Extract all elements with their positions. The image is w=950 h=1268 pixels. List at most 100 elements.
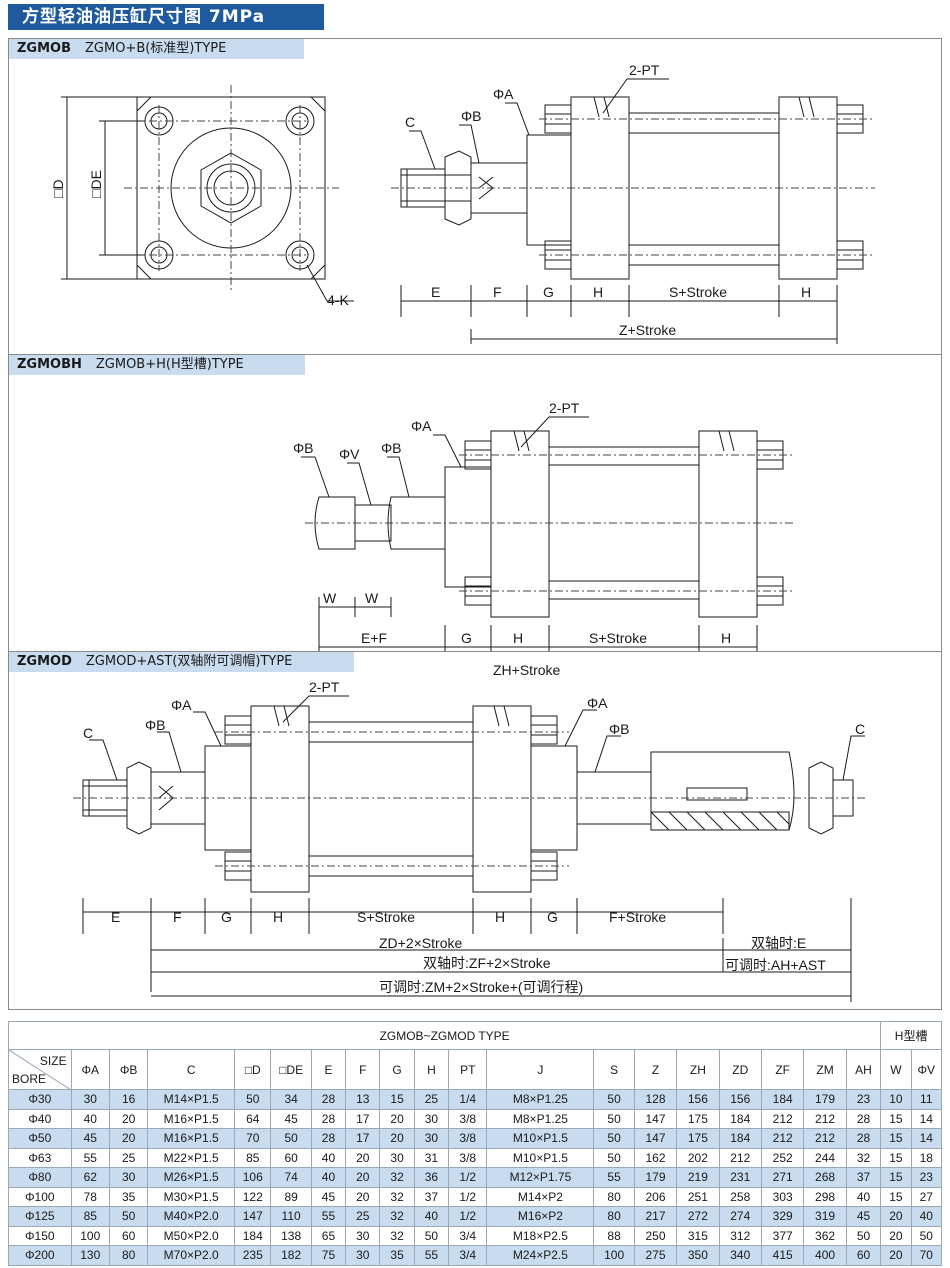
- table-cell: 20: [108, 1128, 149, 1149]
- dim-d-label: □D: [50, 179, 66, 198]
- table-cell: 50: [413, 1225, 450, 1246]
- table-cell: 20: [379, 1108, 415, 1129]
- table-cell: 88: [593, 1225, 635, 1246]
- table-cell: 17: [345, 1108, 381, 1129]
- dim-phia-label: ΦA: [171, 697, 192, 713]
- table-cell: 175: [676, 1128, 720, 1149]
- table-cell: 138: [270, 1225, 312, 1246]
- col-header: ZD: [718, 1049, 762, 1090]
- dim-ef-label: E+F: [361, 630, 387, 646]
- dim-phib-label: ΦB: [145, 717, 166, 733]
- dim-phib-label: ΦB: [461, 108, 482, 124]
- table-cell: 298: [803, 1186, 847, 1207]
- table-cell: 40: [845, 1186, 882, 1207]
- table-cell: 32: [379, 1186, 415, 1207]
- dim-h2-label: H: [495, 909, 505, 925]
- table-cell: 40: [413, 1206, 450, 1227]
- table-cell: M50×P2.0: [147, 1225, 236, 1246]
- dim-w-label: W: [323, 590, 337, 606]
- table-cell: 65: [310, 1225, 347, 1246]
- table-cell: 20: [880, 1206, 912, 1227]
- table-cell: 50: [845, 1225, 882, 1246]
- table-cell: 202: [676, 1147, 720, 1168]
- table-cell: 18: [910, 1147, 943, 1168]
- table-cell: 45: [270, 1108, 312, 1129]
- drawing-zgmob: □D □DE 4-K C ΦB ΦA 2-PT E F G H S+Stroke…: [50, 62, 875, 344]
- table-cell: 74: [270, 1167, 312, 1188]
- bore-cell: Φ150: [8, 1225, 72, 1246]
- dim-phia-label: ΦA: [493, 86, 514, 102]
- table-cell: M8×P1.25: [486, 1089, 595, 1110]
- table-cell: 27: [910, 1186, 943, 1207]
- table-cell: 329: [760, 1206, 805, 1227]
- table-cell: 303: [760, 1186, 805, 1207]
- table-cell: M22×P1.5: [147, 1147, 236, 1168]
- table-cell: 340: [718, 1245, 762, 1266]
- dim-h-label: H: [593, 284, 603, 300]
- dim-e-label: E: [431, 284, 440, 300]
- dimension-table: ZGMOB~ZGMOD TYPE H型槽 SIZE BORE ΦA ΦB C □…: [7, 1021, 943, 1266]
- table-cell: 25: [108, 1147, 149, 1168]
- table-cell: 268: [803, 1167, 847, 1188]
- table-cell: 179: [633, 1167, 678, 1188]
- bore-cell: Φ50: [8, 1128, 72, 1149]
- col-header: ZH: [676, 1049, 720, 1090]
- table-cell: 128: [633, 1089, 678, 1110]
- table-cell: 15: [880, 1108, 912, 1129]
- section-code: ZGMOB: [17, 41, 71, 56]
- dim-e-label: E: [111, 909, 120, 925]
- dim-g-label: G: [543, 284, 554, 300]
- table-cell: M40×P2.0: [147, 1206, 236, 1227]
- table-cell: 400: [803, 1245, 847, 1266]
- section-code: ZGMOD: [17, 654, 72, 669]
- col-header: Z: [633, 1049, 678, 1090]
- table-cell: 271: [760, 1167, 805, 1188]
- table-cell: 182: [270, 1245, 312, 1266]
- bore-cell: Φ63: [8, 1147, 72, 1168]
- table-cell: 20: [345, 1186, 381, 1207]
- table-cell: 1/4: [448, 1089, 488, 1110]
- table-cell: 3/8: [448, 1147, 488, 1168]
- table-cell: 70: [234, 1128, 272, 1149]
- table-cell: 50: [910, 1225, 943, 1246]
- table-cell: 130: [70, 1245, 110, 1266]
- col-header: ΦB: [108, 1049, 149, 1090]
- table-cell: 85: [234, 1147, 272, 1168]
- table-cell: 20: [345, 1147, 381, 1168]
- table-cell: 274: [718, 1206, 762, 1227]
- table-cell: 28: [310, 1108, 347, 1129]
- table-cell: 275: [633, 1245, 678, 1266]
- table-cell: 50: [270, 1128, 312, 1149]
- dim-g-label: G: [461, 630, 472, 646]
- dim-phib-label: ΦB: [293, 440, 314, 456]
- bore-cell: Φ30: [8, 1089, 72, 1110]
- table-h-group-title: H型槽: [880, 1021, 942, 1050]
- table-cell: 35: [108, 1186, 149, 1207]
- table-cell: M14×P1.5: [147, 1089, 236, 1110]
- col-header: □D: [234, 1049, 272, 1090]
- col-header: ΦV: [910, 1049, 943, 1090]
- bore-cell: Φ100: [8, 1186, 72, 1207]
- table-cell: 106: [234, 1167, 272, 1188]
- col-header: J: [486, 1049, 595, 1090]
- table-cell: 184: [718, 1108, 762, 1129]
- dim-z-stroke-label: Z+Stroke: [619, 322, 676, 338]
- bore-cell: Φ200: [8, 1245, 72, 1266]
- table-cell: 32: [379, 1206, 415, 1227]
- table-cell: 219: [676, 1167, 720, 1188]
- table-cell: 45: [310, 1186, 347, 1207]
- table-cell: 110: [270, 1206, 312, 1227]
- dim-h2-label: H: [801, 284, 811, 300]
- table-cell: 30: [379, 1147, 415, 1168]
- dim-pt-label: 2-PT: [629, 62, 660, 78]
- section-type: ZGMOB+H(H型槽)TYPE: [95, 357, 244, 372]
- table-corner-cell: SIZE BORE: [8, 1049, 72, 1090]
- table-cell: 14: [910, 1128, 943, 1149]
- dim-s-stroke-label: S+Stroke: [669, 284, 727, 300]
- table-cell: 212: [803, 1108, 847, 1129]
